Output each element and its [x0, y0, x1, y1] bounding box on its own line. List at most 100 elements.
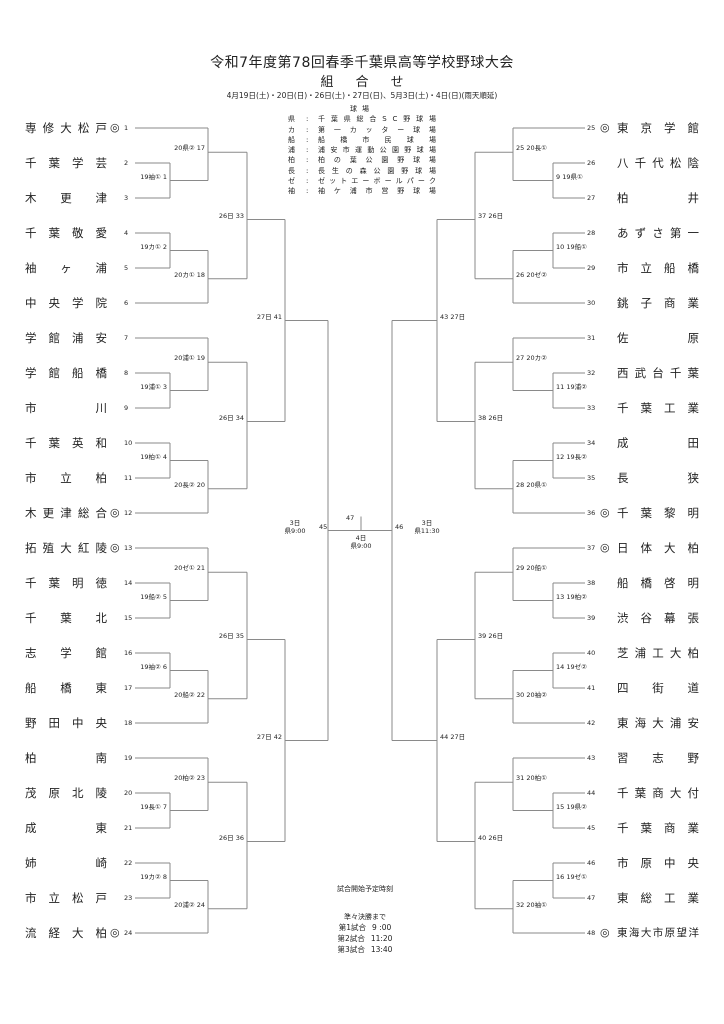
final-schedule: 4日県9:00: [336, 534, 386, 551]
match-label: 20柏② 23: [174, 774, 205, 783]
team-number: 38: [587, 579, 596, 587]
match-label: 20県② 17: [174, 144, 205, 153]
team-name: 東海大市原望洋: [617, 927, 699, 939]
page-title: 令和7年度第78回春季千葉県高等学校野球大会: [210, 55, 514, 71]
team-name: 船橋啓明: [617, 576, 699, 590]
team-number: 46: [587, 859, 596, 867]
team-name: 八千代松陰: [617, 156, 699, 170]
schedule-title: 試合開始予定時刻: [337, 885, 393, 893]
match-label: 11 19浦②: [556, 382, 587, 391]
venue-key: カ: [288, 125, 295, 134]
day: 3日: [289, 518, 301, 527]
time: 県9:00: [350, 542, 372, 550]
team-number: 32: [587, 369, 596, 377]
match-label: 20浦② 24: [174, 900, 205, 909]
match-label: 20船② 22: [174, 690, 205, 699]
game-label: 第3試合: [337, 945, 365, 954]
team-name: 千葉北: [25, 611, 107, 625]
team-name: 千葉学芸: [25, 156, 107, 170]
team-name: 船橋東: [25, 681, 107, 695]
venue-key: 県: [288, 115, 295, 124]
match-label: 44 27日: [440, 732, 466, 741]
match-label: 19カ② 8: [140, 872, 167, 881]
match-label: 30 20袖②: [516, 690, 547, 699]
team-name: 流経大柏: [25, 926, 107, 940]
team-name: 中央学院: [25, 296, 107, 310]
team-number: 37: [587, 544, 596, 552]
match-label: 26日 33: [218, 211, 244, 220]
semi-right-schedule: 3日県11:30: [402, 519, 452, 536]
team-name: 木更津総合: [25, 506, 107, 520]
venue-key: 柏: [288, 156, 295, 165]
day: 4日: [355, 533, 367, 542]
seed-mark: ◎: [600, 541, 610, 554]
venue-key: 浦: [288, 146, 295, 155]
team-number: 17: [124, 684, 133, 692]
team-number: 24: [124, 929, 133, 937]
team-name: 拓殖大紅陵: [25, 541, 107, 555]
venue-row: カ:第一カッター球場: [288, 125, 436, 135]
match-label: 14 19ゼ②: [556, 662, 587, 671]
game-time: 13:40: [370, 945, 393, 954]
team-name: 木更津: [25, 191, 107, 205]
venue-row: 浦: 浦安市運動公園野球場: [288, 145, 436, 155]
team-number: 9: [124, 404, 129, 412]
seed-mark: ◎: [600, 506, 610, 519]
match-label: 20浦① 19: [174, 354, 205, 363]
venue-separator: :: [306, 146, 309, 155]
venue-name: 浦安市運動公園野球場: [318, 146, 436, 155]
venue-separator: :: [306, 187, 309, 196]
venue-row: ゼ:ゼットエーボールパーク: [288, 176, 436, 186]
team-name: 銚子商業: [617, 296, 699, 310]
schedule-subtitle: 準々決勝まで: [344, 913, 386, 921]
venue-separator: :: [306, 166, 309, 175]
team-name: 東総工業: [617, 891, 699, 905]
team-name: 東京学館: [617, 121, 699, 135]
team-number: 27: [587, 194, 596, 202]
match-label: 19浦① 3: [140, 382, 167, 391]
team-name: 千葉商業: [617, 821, 699, 835]
venue-separator: :: [306, 125, 309, 134]
team-number: 25: [587, 124, 596, 132]
match-label: 29 20船①: [516, 564, 547, 573]
match-label: 27日 41: [256, 312, 282, 321]
venue-separator: :: [306, 115, 309, 124]
team-number: 16: [124, 649, 133, 657]
team-number: 5: [124, 264, 129, 272]
team-number: 39: [587, 614, 596, 622]
venue-row: 船:船橋市民球場: [288, 135, 436, 145]
game-time: 11:20: [370, 934, 393, 943]
match-label: 19柏① 4: [140, 452, 167, 461]
schedule-row: 第3試合 13:40: [300, 944, 430, 955]
match-label: 9 19県①: [556, 172, 583, 181]
venue-key: 船: [288, 135, 295, 144]
team-number: 30: [587, 299, 596, 307]
match-label: 20カ① 18: [174, 270, 205, 279]
match-label: 40 26日: [478, 833, 504, 842]
page-subtitle: 組合せ: [320, 75, 426, 90]
team-name: 渋谷幕張: [617, 611, 699, 625]
team-number: 7: [124, 334, 129, 342]
team-number: 13: [124, 544, 133, 552]
match-label: 26日 34: [218, 413, 244, 422]
time: 県9:00: [284, 527, 306, 535]
team-name: 市立柏: [25, 471, 107, 485]
venue-separator: :: [306, 156, 309, 165]
team-number: 26: [587, 159, 596, 167]
team-name: 成東: [25, 821, 107, 835]
team-number: 41: [587, 684, 596, 692]
team-number: 36: [587, 509, 596, 517]
seed-mark: ◎: [110, 506, 120, 519]
team-number: 18: [124, 719, 133, 727]
match-label: 20長② 20: [174, 480, 205, 489]
team-number: 47: [587, 894, 596, 902]
seed-mark: ◎: [110, 926, 120, 939]
team-name: あずさ第一: [617, 226, 699, 240]
team-number: 23: [124, 894, 133, 902]
team-name: 市立船橋: [617, 261, 699, 275]
team-number: 48: [587, 929, 596, 937]
match-label: 19袖② 6: [140, 662, 167, 671]
venue-heading: 球場: [350, 105, 374, 113]
match-label: 19長① 7: [140, 802, 167, 811]
